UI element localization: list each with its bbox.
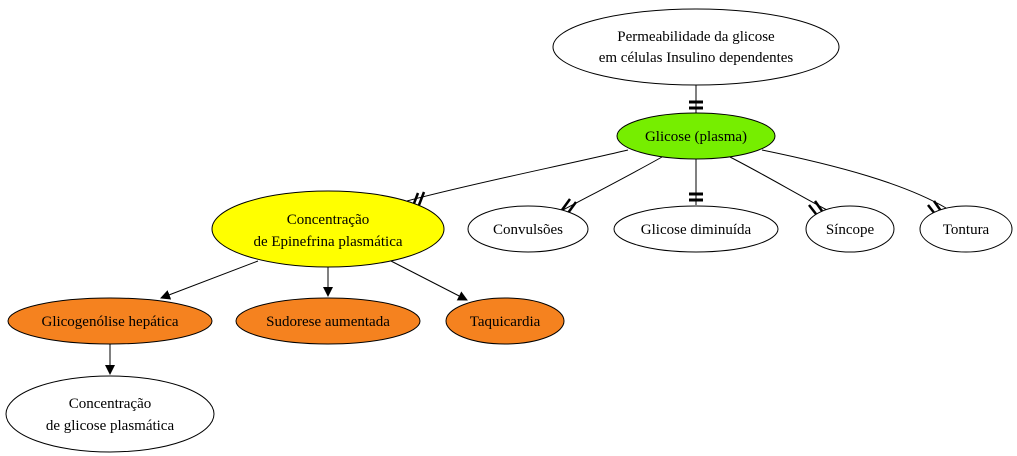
edge-epinefrina-taquicardia bbox=[390, 260, 468, 301]
node-permeabilidade: Permeabilidade da glicose em células Ins… bbox=[552, 8, 840, 86]
node-label: Síncope bbox=[826, 222, 875, 238]
node-label: Taquicardia bbox=[470, 314, 541, 330]
node-sudorese: Sudorese aumentada bbox=[235, 297, 421, 345]
node-label: em células Insulino dependentes bbox=[599, 50, 794, 66]
node-label: de Epinefrina plasmática bbox=[253, 234, 402, 250]
node-label: Convulsões bbox=[493, 222, 563, 238]
node-glicose-plasma: Glicose (plasma) bbox=[616, 112, 776, 160]
node-label: Glicogenólise hepática bbox=[41, 314, 178, 330]
edge-permeabilidade-glicose bbox=[689, 84, 703, 113]
node-label: Tontura bbox=[943, 222, 990, 238]
edge-glicose-tontura bbox=[761, 149, 947, 215]
edge-glicose-convulsoes bbox=[560, 156, 663, 214]
node-taquicardia: Taquicardia bbox=[445, 297, 565, 345]
node-glicose-plasmatica: Concentração de glicose plasmática bbox=[5, 375, 215, 453]
node-glicogenolise: Glicogenólise hepática bbox=[7, 297, 213, 345]
edge-glicose-sincope bbox=[729, 156, 828, 215]
node-label: de glicose plasmática bbox=[46, 418, 175, 434]
node-epinefrina: Concentração de Epinefrina plasmática bbox=[211, 190, 445, 268]
node-label: Sudorese aumentada bbox=[266, 314, 390, 330]
node-label: Permeabilidade da glicose bbox=[617, 29, 775, 45]
edge-epinefrina-glicogenolise bbox=[160, 260, 259, 300]
node-tontura: Tontura bbox=[919, 205, 1013, 253]
node-label: Concentração bbox=[287, 212, 369, 228]
edges bbox=[105, 84, 947, 375]
node-label: Glicose diminuída bbox=[641, 222, 752, 238]
node-convulsoes: Convulsões bbox=[467, 205, 589, 253]
node-glicose-diminuida: Glicose diminuída bbox=[613, 205, 779, 253]
node-label: Glicose (plasma) bbox=[645, 129, 747, 145]
edge-glicose-epinefrina bbox=[406, 149, 629, 207]
node-sincope: Síncope bbox=[805, 205, 895, 253]
edge-glicose-glicose-diminuida bbox=[689, 159, 703, 205]
node-label: Concentração bbox=[69, 396, 151, 412]
